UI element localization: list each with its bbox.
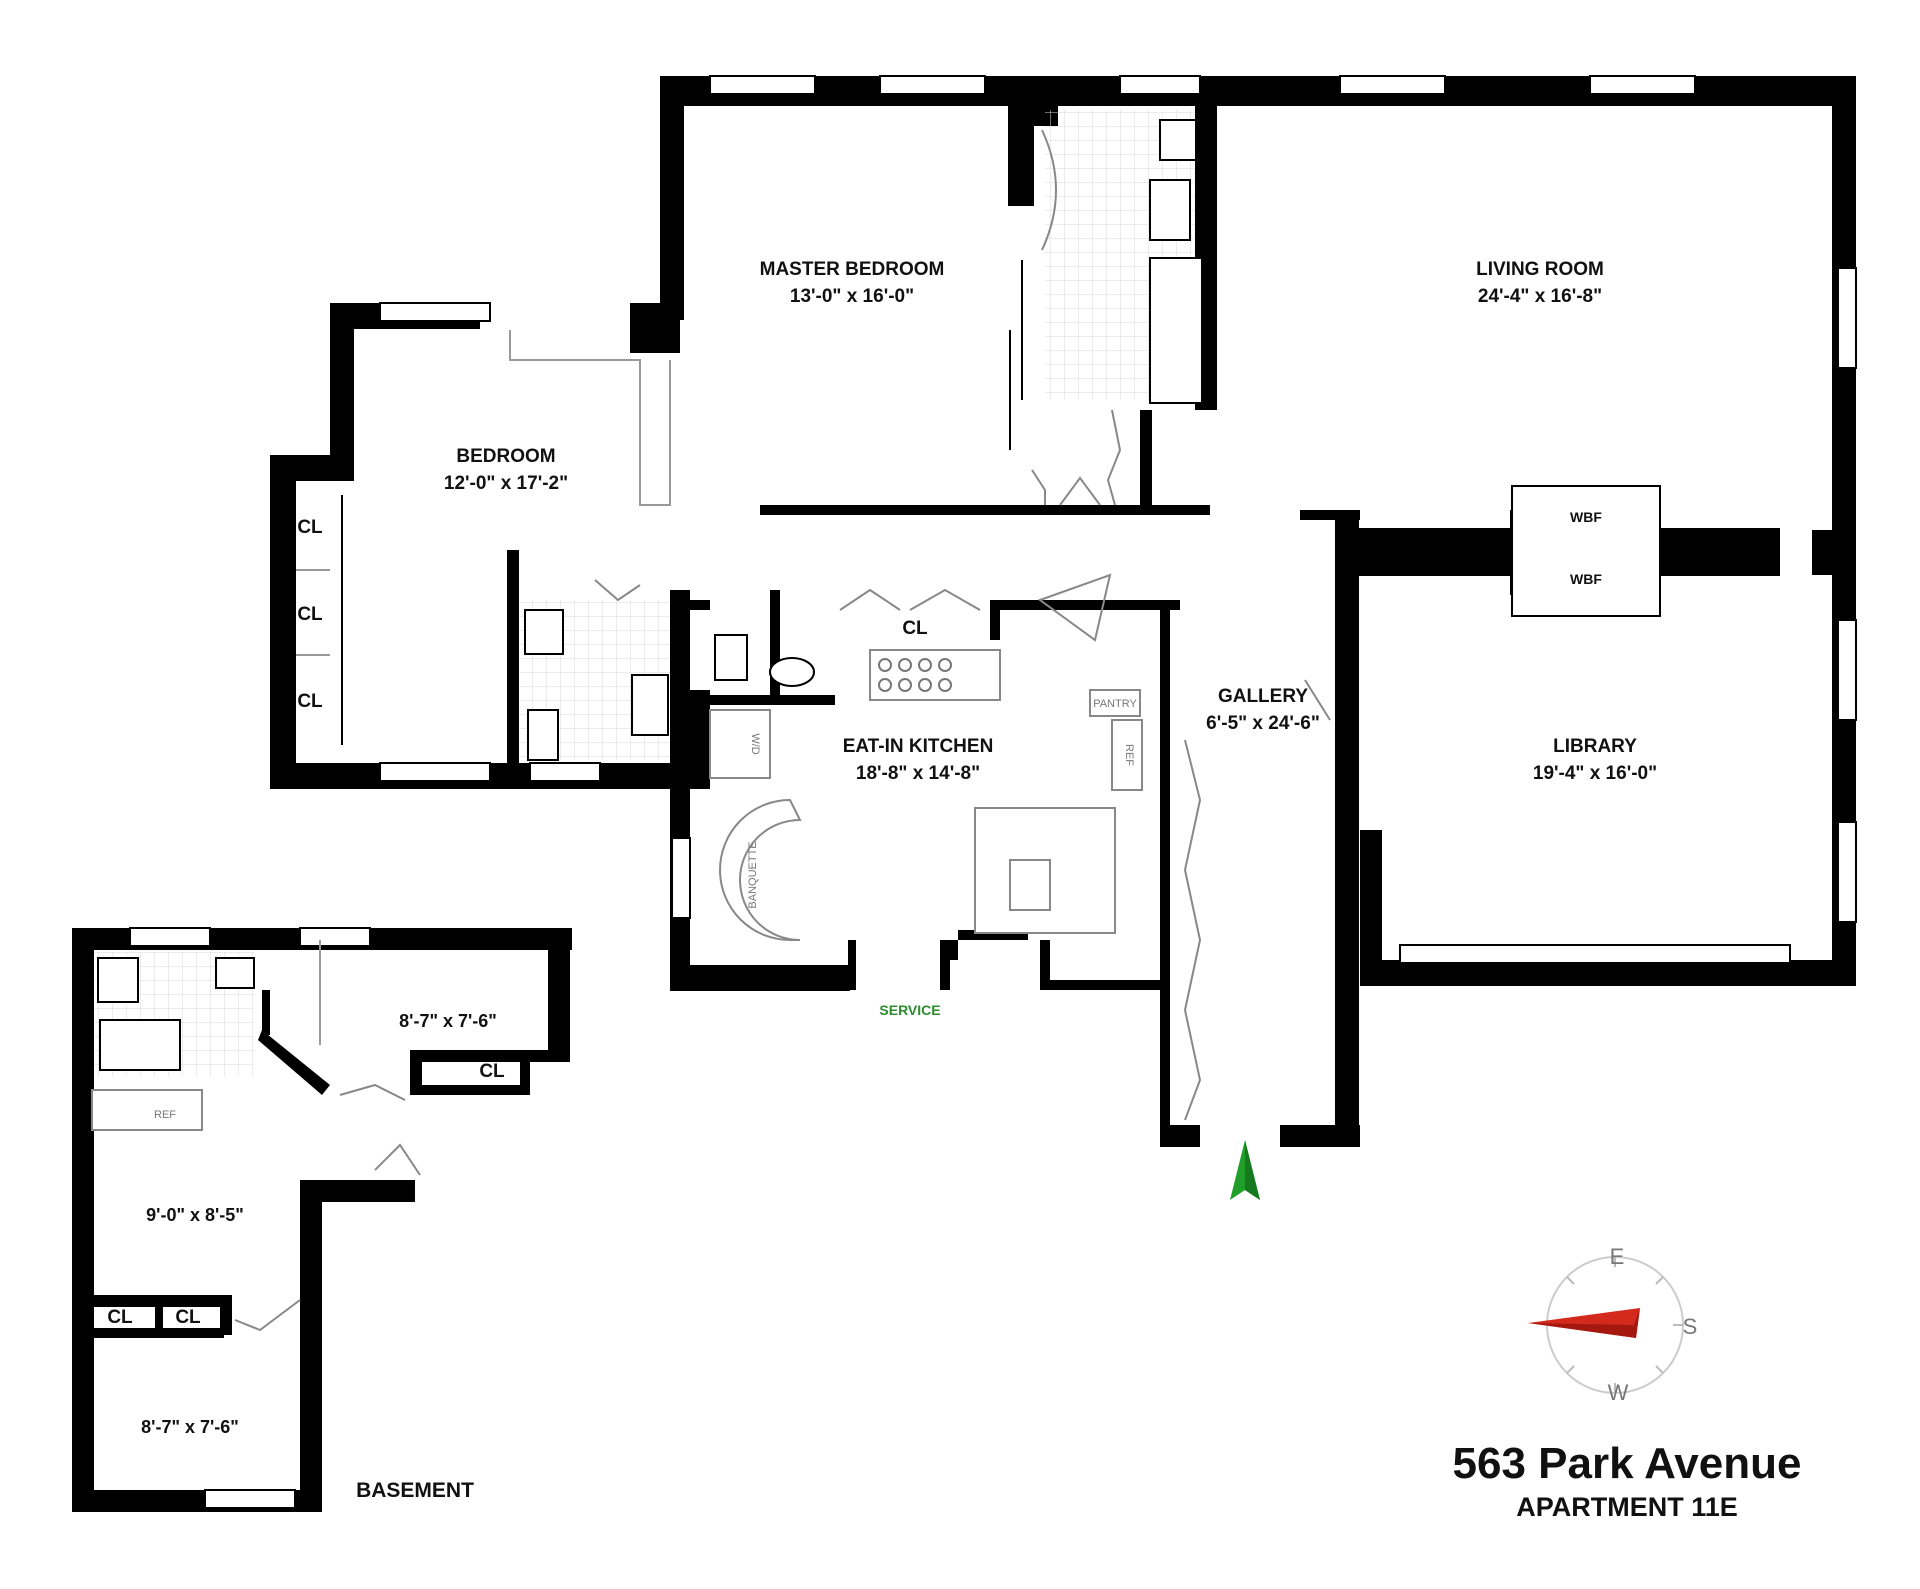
basement-room-2-dims: 9'-0" x 8'-5" [146,1205,244,1225]
basement-label: BASEMENT [356,1479,474,1502]
walls [270,76,1856,1147]
pantry-label: PANTRY [1093,698,1137,710]
kitchen-name: EAT-IN KITCHEN [843,736,994,757]
address-title: 563 Park Avenue [1453,1439,1802,1488]
master-bedroom-dims: 13'-0" x 16'-0" [790,286,914,307]
room-labels: MASTER BEDROOM 13'-0" x 16'-0" LIVING RO… [107,259,1657,1502]
closet-label: CL [107,1307,133,1328]
basement-room-3-dims: 8'-7" x 7'-6" [141,1417,239,1437]
closet-label: CL [297,691,323,712]
ref-label: REF [1123,744,1135,766]
banquette-label: BANQUETTE [747,841,759,908]
library-dims: 19'-4" x 16'-0" [1533,763,1657,784]
closet-label: CL [479,1061,505,1082]
title-block: 563 Park Avenue APARTMENT 11E [1453,1439,1802,1522]
kitchen-dims: 18'-8" x 14'-8" [856,763,980,784]
gallery-name: GALLERY [1218,686,1308,707]
bedroom-name: BEDROOM [456,446,555,467]
living-room-dims: 24'-4" x 16'-8" [1478,286,1602,307]
wbf-label: WBF [1570,571,1602,587]
wbf-label: WBF [1570,509,1602,525]
compass-east: E [1610,1244,1625,1269]
master-bedroom-name: MASTER BEDROOM [760,259,945,280]
basement-details [91,927,421,1509]
closet-label: CL [297,604,323,625]
closet-label: CL [297,517,323,538]
windows [379,75,1857,923]
interior-details [296,110,1791,1121]
entry-arrow-icon [1230,1140,1260,1200]
compass-south: S [1683,1314,1698,1339]
bedroom-dims: 12'-0" x 17'-2" [444,473,568,494]
compass-west: W [1608,1380,1629,1405]
gallery-dims: 6'-5" x 24'-6" [1206,713,1320,734]
apartment-subtitle: APARTMENT 11E [1516,1492,1738,1522]
service-label: SERVICE [879,1002,940,1018]
basement-room-1-dims: 8'-7" x 7'-6" [399,1011,497,1031]
ref-label: REF [154,1109,176,1121]
compass-icon: E S W [1528,1244,1697,1405]
library-name: LIBRARY [1553,736,1637,757]
wd-label: W/D [749,733,761,754]
closet-label: CL [902,618,928,639]
living-room-name: LIVING ROOM [1476,259,1604,280]
closet-label: CL [175,1307,201,1328]
